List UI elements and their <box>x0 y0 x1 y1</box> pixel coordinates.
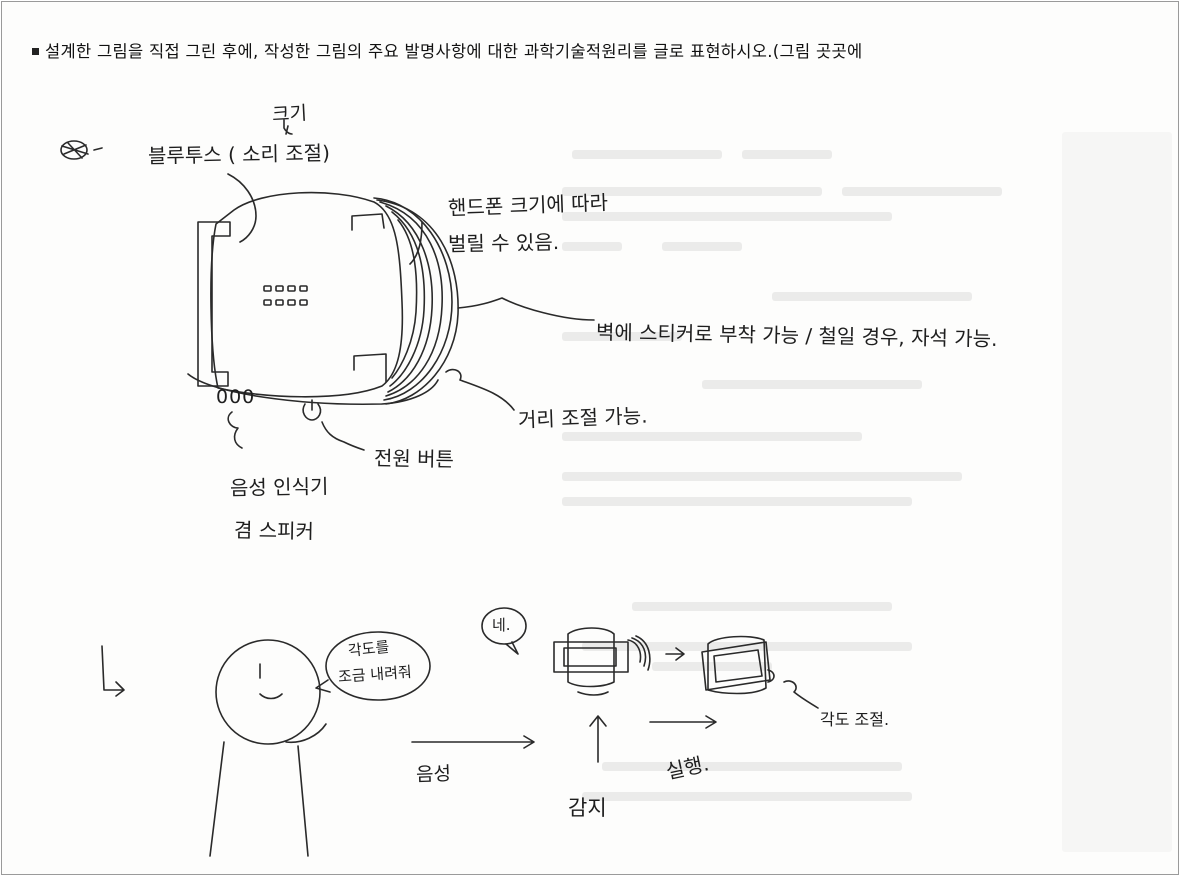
detect-arrow-icon <box>589 715 607 763</box>
voice-recognizer-label-line1: 음성 인식기 <box>229 474 329 500</box>
small-holder-before <box>553 627 651 696</box>
voice-arrow-icon <box>411 735 535 749</box>
instruction-line: 설계한 그림을 직접 그린 후에, 작성한 그림의 주요 발명사항에 대한 과학… <box>32 38 862 62</box>
reply-bubble <box>481 607 527 645</box>
detect-label: 감지 <box>568 796 607 820</box>
size-arrow-icon <box>283 119 293 135</box>
next-arrow-icon <box>665 647 685 661</box>
corner-arrow-icon <box>101 645 125 697</box>
person-sketch <box>209 639 327 857</box>
angle-adjust-label: 각도 조절. <box>820 710 890 729</box>
small-holder-after <box>701 635 775 695</box>
size-label: 크기 <box>271 102 308 126</box>
distance-label: 거리 조절 가능. <box>517 403 648 432</box>
phone-size-label-line2: 벌릴 수 있음. <box>447 230 560 256</box>
speech-bubble <box>325 631 431 701</box>
bluetooth-label: 블루투스 ( 소리 조절) <box>147 140 331 168</box>
bleed-through-text <box>542 132 1178 852</box>
speech-bubble-tail <box>315 679 331 693</box>
execute-arrow-icon <box>649 715 717 729</box>
speech-text-line1: 각도를 <box>347 637 391 660</box>
instruction-text: 설계한 그림을 직접 그린 후에, 작성한 그림의 주요 발명사항에 대한 과학… <box>45 42 863 61</box>
voice-recognizer-label-line2: 겸 스피커 <box>233 518 315 544</box>
speaker-dots: 000 <box>216 386 256 408</box>
phone-size-label-line1: 핸드폰 크기에 따라 <box>447 190 609 220</box>
scribble-mark-icon <box>60 140 103 160</box>
square-bullet-icon <box>32 48 39 55</box>
phone-holder-sketch <box>187 191 459 421</box>
voice-label: 음성 <box>415 762 452 786</box>
power-button-label: 전원 버튼 <box>373 446 455 472</box>
reply-text: 네. <box>492 616 511 634</box>
